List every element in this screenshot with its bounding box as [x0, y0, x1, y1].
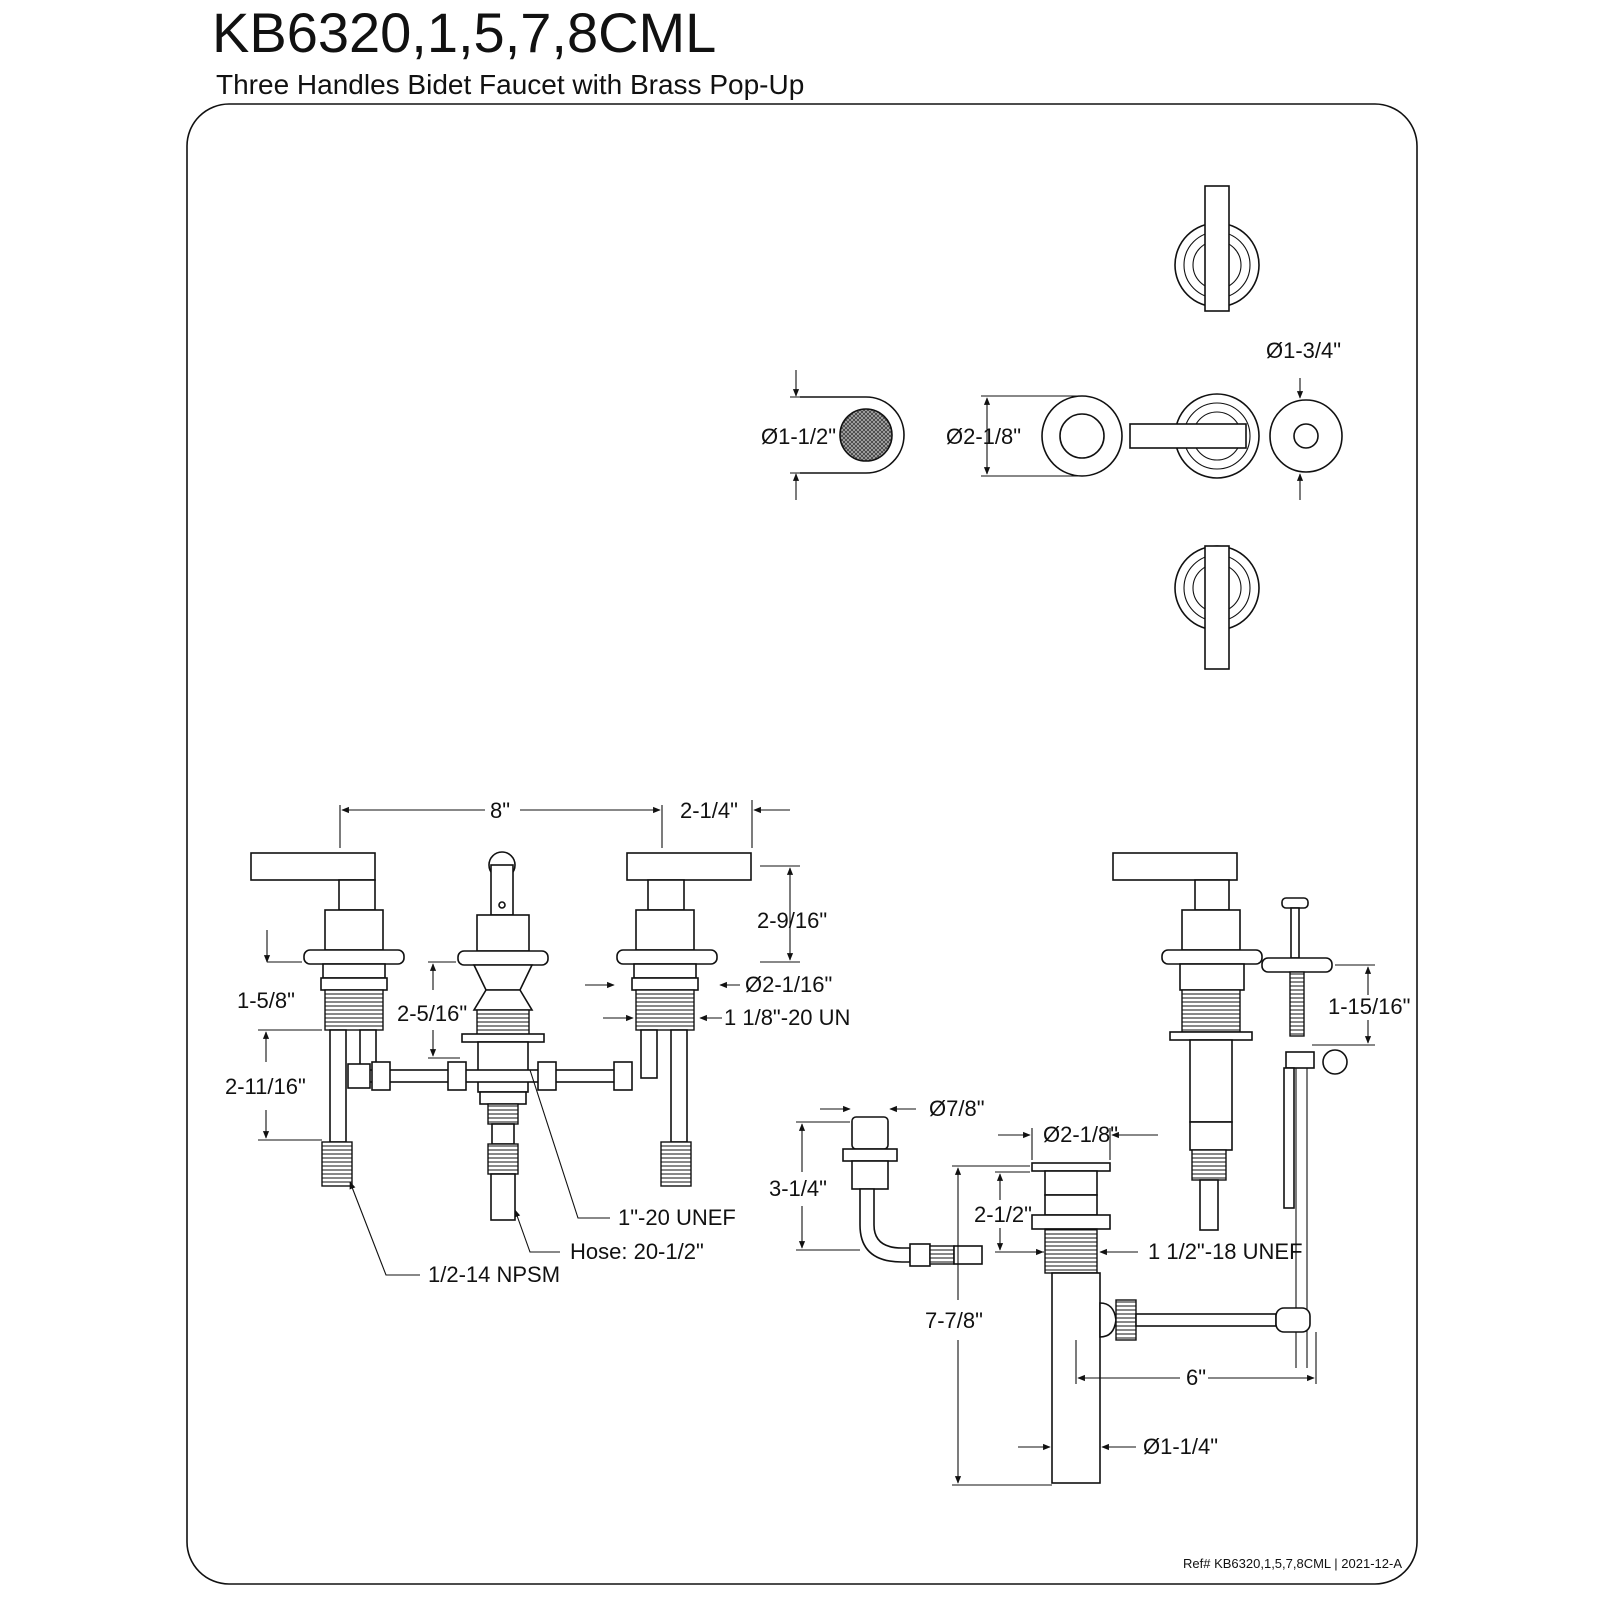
- tail-len-label: 2-11/16": [225, 1074, 306, 1099]
- drain-len-label: 7-7/8": [925, 1308, 983, 1333]
- left-valve: [250, 852, 405, 1187]
- spread-label: 8": [490, 798, 510, 823]
- drain-flange-dia-label: Ø2-1/8": [1043, 1122, 1118, 1147]
- hose-len-label: Hose: 20-1/2": [570, 1239, 704, 1264]
- handle-offset-label: 2-1/4": [680, 798, 738, 823]
- supply-thread-label: 1/2-14 NPSM: [428, 1262, 560, 1287]
- drain-thread-label: 1 1/2"-18 UNEF: [1148, 1239, 1303, 1264]
- tail-dia-label: Ø1-1/4": [1143, 1434, 1218, 1459]
- handle-height-label: 2-9/16": [757, 908, 827, 933]
- handle-shank-label: 1-5/8": [237, 988, 295, 1013]
- side-handle: [1112, 852, 1263, 1231]
- lift-offset-label: 6": [1186, 1365, 1206, 1390]
- escutcheon-dia-label: Ø1-3/4": [1266, 338, 1341, 363]
- spray-height-label: 3-1/4": [769, 1176, 827, 1201]
- spray-assembly: [842, 1116, 983, 1267]
- lift-rod-len-label: 1-15/16": [1328, 994, 1410, 1019]
- connector-tubes: [347, 1061, 633, 1091]
- aerator-top: [800, 396, 905, 474]
- escutcheon-top: [1269, 399, 1343, 473]
- aerator-dia-label: Ø1-1/2": [761, 424, 836, 449]
- diverter-shank-label: 2-5/16": [397, 1001, 467, 1026]
- subtitle: Three Handles Bidet Faucet with Brass Po…: [216, 69, 804, 100]
- top-view: Ø1-1/2" Ø2-1/8" Ø1-3/4": [761, 185, 1343, 670]
- lift-rod: [1261, 897, 1348, 1368]
- diverter-thread-label: 1"-20 UNEF: [618, 1205, 736, 1230]
- front-view: 8" 2-1/4" 2-9/16" Ø2-1/16" 1 1/8"-20 UN …: [225, 798, 850, 1287]
- side-view: Ø7/8" 3-1/4" Ø2-1/8" 2-1/2" 1 1/2"-18 UN…: [769, 852, 1410, 1486]
- drain-top-len-label: 2-1/2": [974, 1202, 1032, 1227]
- spout-dia-label: Ø2-1/8": [946, 424, 1021, 449]
- diverter-handle-top: [1041, 393, 1260, 479]
- right-valve: [616, 852, 752, 1187]
- reference-footer: Ref# KB6320,1,5,7,8CML | 2021-12-A: [1183, 1556, 1402, 1571]
- shank-thread-label: 1 1/8"-20 UN: [724, 1005, 850, 1030]
- lower-handle-top: [1174, 545, 1260, 670]
- diverter-valve: [457, 851, 549, 1221]
- flange-dia-label: Ø2-1/16": [745, 972, 832, 997]
- spray-dia-label: Ø7/8": [929, 1096, 985, 1121]
- drawing-frame: [186, 103, 1418, 1585]
- upper-handle-top: [1174, 185, 1260, 312]
- model-title: KB6320,1,5,7,8CML: [212, 1, 716, 64]
